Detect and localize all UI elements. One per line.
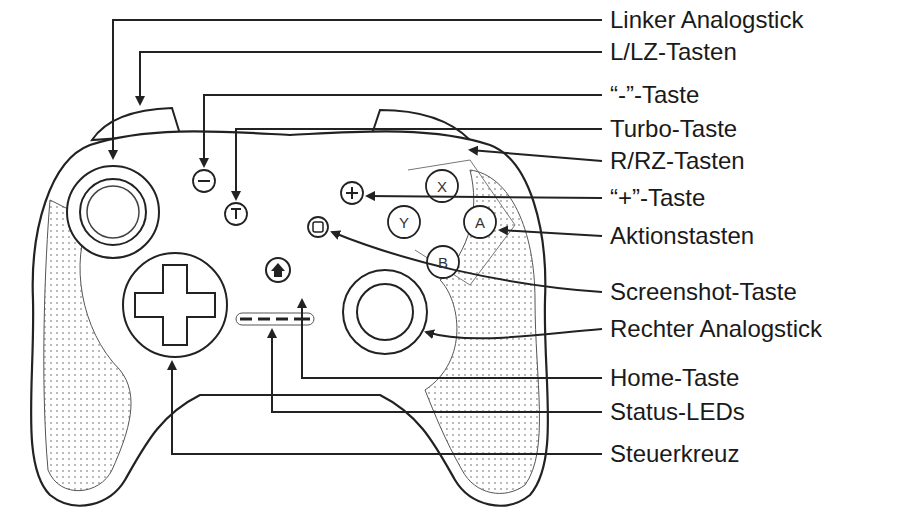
minus-symbol [198,180,210,182]
callout-label: Linker Analogstick [610,8,803,32]
b-button [427,246,459,278]
home-button [266,258,290,282]
leader-line [470,150,602,161]
callout-label: R/RZ-Tasten [610,149,745,173]
button-letter: X [437,179,447,194]
screenshot-button [308,217,328,237]
callout-label: Screenshot-Taste [610,280,797,304]
callout-label: Steuerkreuz [610,442,739,466]
callout-label: Status-LEDs [610,400,745,424]
left-stick-cap-inner [87,186,139,238]
leader-line [332,232,602,292]
left-stick [67,166,159,258]
leader-lines [113,20,602,454]
controller-body [31,131,548,505]
button-letter: Y [399,215,409,230]
leader-line [113,20,602,158]
leader-line [367,196,602,198]
button-letter: B [438,255,448,270]
callout-label: “-”-Taste [610,83,699,107]
turbo-symbol [231,209,241,219]
callout-label: “+”-Taste [610,186,705,210]
home-symbol [271,263,285,277]
left-stick-cap [80,179,146,245]
leader-line [236,129,602,199]
callout-label: Home-Taste [610,366,739,390]
callout-label: Turbo-Taste [610,117,737,141]
leader-line [172,362,602,454]
callout-label: Rechter Analogstick [610,317,822,341]
callout-label: Aktionstasten [610,224,754,248]
button-letter: A [475,215,485,230]
leader-line [426,329,602,338]
leader-line [272,330,602,412]
callout-label: L/LZ-Tasten [610,40,737,64]
action-pad-outline [408,160,515,285]
minus-button [193,170,215,192]
leader-line [204,95,602,166]
turbo-button [225,203,247,225]
plus-button [341,182,363,204]
dpad [135,265,215,345]
a-button [464,206,496,238]
status-leds [240,318,310,321]
right-grip-texture [425,170,539,493]
right-stick [343,270,427,354]
leader-line [500,230,602,236]
y-button [388,206,420,238]
right-stick-cap [357,284,413,340]
screenshot-symbol [313,222,323,232]
leader-line [140,52,602,104]
leader-line [302,300,602,378]
plus-symbol [346,187,358,199]
dpad-ring [123,253,227,357]
